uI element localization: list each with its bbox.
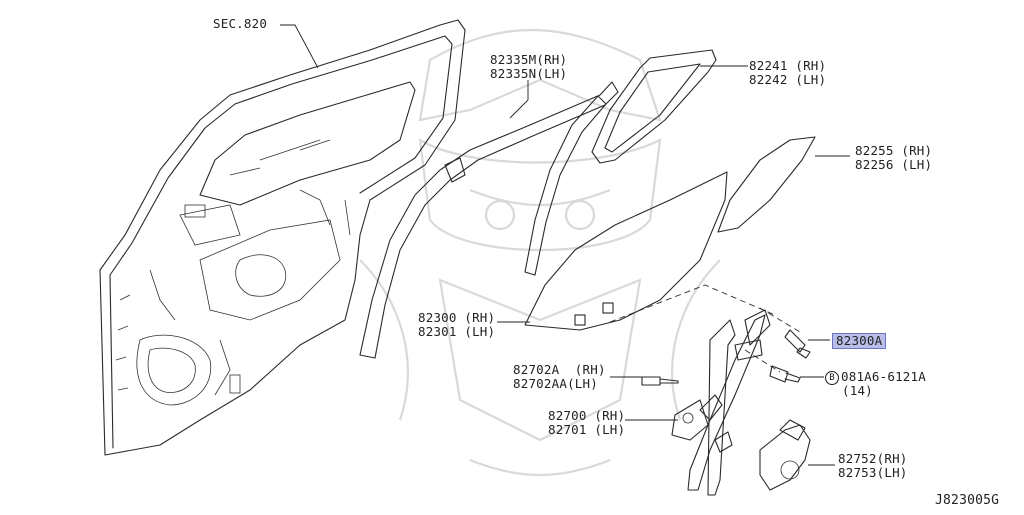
diagram-code: J823005G	[935, 493, 1000, 508]
label-82256: 82256 (LH)	[855, 157, 933, 172]
quarter-frame-part	[591, 49, 748, 164]
label-82301: 82301 (LH)	[418, 324, 496, 339]
motor-part	[759, 419, 835, 491]
label-82300a-highlighted[interactable]: 82300A	[832, 333, 887, 349]
label-sec-820: SEC.820	[213, 16, 268, 31]
bolt-82300a-part	[784, 329, 830, 359]
label-82242: 82242 (LH)	[749, 72, 827, 87]
door-glass-part	[497, 171, 728, 331]
bolt-marker-icon: B	[825, 370, 839, 385]
label-82702a: 82702A (RH)	[513, 362, 606, 377]
label-82300: 82300 (RH)	[418, 310, 496, 325]
bolt-081a6-part	[769, 365, 824, 383]
door-shell-part	[99, 19, 466, 456]
label-quantity-14: (14)	[842, 383, 873, 398]
label-82255: 82255 (RH)	[855, 143, 933, 158]
label-82700: 82700 (RH)	[548, 408, 626, 423]
reference-lines	[609, 284, 801, 373]
label-82335n: 82335N(LH)	[490, 66, 568, 81]
label-82335m: 82335M(RH)	[490, 52, 568, 67]
label-82752: 82752(RH)	[838, 451, 908, 466]
sash-channel-part	[359, 80, 619, 359]
quarter-glass-part	[717, 136, 850, 233]
label-82701: 82701 (LH)	[548, 422, 626, 437]
bolt-82702a-part	[610, 376, 679, 386]
label-081a6-text: 081A6-6121A	[841, 369, 926, 384]
regulator-part	[625, 309, 771, 496]
label-82702aa: 82702AA(LH)	[513, 376, 598, 391]
label-82241: 82241 (RH)	[749, 58, 827, 73]
label-82753: 82753(LH)	[838, 465, 908, 480]
